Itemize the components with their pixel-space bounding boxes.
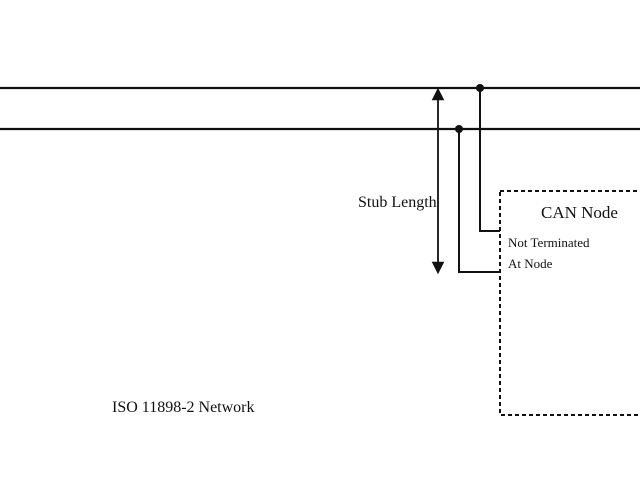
can-node-box <box>499 190 640 416</box>
can-node-title: CAN Node <box>541 203 618 222</box>
stub-wire-low <box>458 129 500 273</box>
node-note-line1: Not Terminated <box>508 235 590 250</box>
junction-dot-high <box>476 84 484 92</box>
node-note-line2: At Node <box>508 256 553 271</box>
network-label: ISO 11898-2 Network <box>112 399 255 416</box>
stub-length-label: Stub Length <box>358 194 437 211</box>
junction-dot-low <box>455 125 463 133</box>
stub-wire-high <box>479 88 500 232</box>
